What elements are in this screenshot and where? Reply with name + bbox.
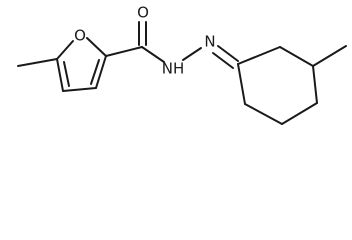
bond-c3-c4 xyxy=(62,87,97,92)
bond-carbonyl-nh xyxy=(141,46,165,63)
bond-ring-5 xyxy=(244,103,283,125)
cyclohexane-ring xyxy=(237,46,318,125)
bond-n-cring-double-b xyxy=(212,52,234,69)
bond-ring-4 xyxy=(281,102,318,125)
bond-ring-3 xyxy=(312,65,318,104)
bond-ring-6 xyxy=(237,63,246,105)
bond-n-cring-double-a xyxy=(217,45,239,62)
bond-nh-n xyxy=(182,47,202,61)
ring-oxygen-label: O xyxy=(74,27,86,45)
hydrazone-n-label: N xyxy=(204,33,215,51)
bond-c2-c3-inner xyxy=(90,59,100,85)
bond-c5-o1 xyxy=(56,40,74,60)
carbonyl-oxygen-label: O xyxy=(137,4,149,22)
bond-c4-c5 xyxy=(56,58,64,92)
bond-furan-methyl xyxy=(17,58,58,67)
bond-ring-2 xyxy=(279,46,314,67)
bond-c2-c3 xyxy=(95,55,107,89)
furan-ring xyxy=(56,37,107,92)
bond-ring-1 xyxy=(237,46,281,65)
bond-ring-carbonyl xyxy=(105,46,143,57)
bond-ring-methyl xyxy=(312,45,347,67)
bond-o1-c2 xyxy=(86,37,107,57)
amide-nh-label: NH xyxy=(162,60,185,78)
bond-c4-c5-inner xyxy=(63,61,70,87)
